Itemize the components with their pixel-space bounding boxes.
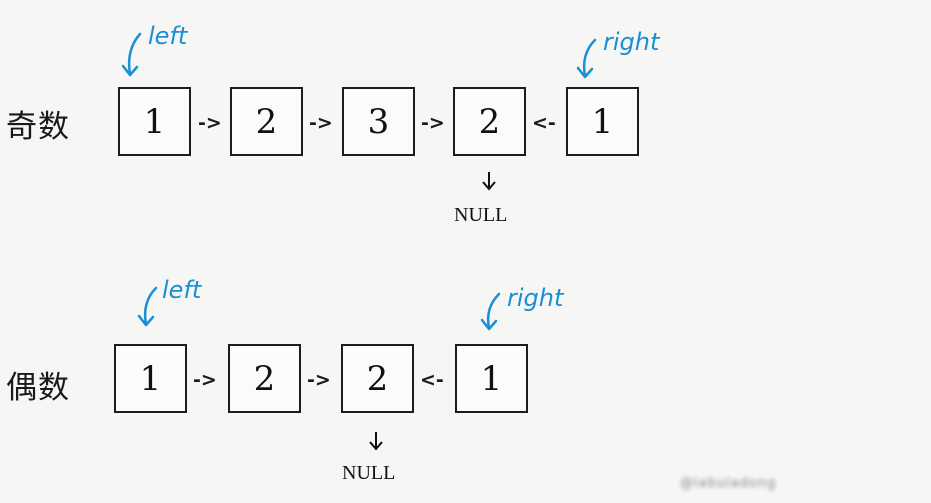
even-arrow-3: <- xyxy=(420,369,444,391)
odd-left-pointer-label: left xyxy=(148,22,188,50)
odd-arrow-4: <- xyxy=(532,112,556,134)
odd-left-pointer-arrow-icon xyxy=(121,32,142,77)
odd-right-pointer-label: right xyxy=(603,28,660,56)
odd-node-3: 3 xyxy=(342,87,415,156)
even-node-2: 2 xyxy=(228,344,301,413)
odd-node-1: 1 xyxy=(118,87,191,156)
odd-node-5: 1 xyxy=(566,87,639,156)
even-node-4: 1 xyxy=(455,344,528,413)
odd-row-label: 奇数 xyxy=(6,109,70,145)
even-left-pointer-label: left xyxy=(162,276,202,304)
odd-arrow-3: -> xyxy=(421,112,445,134)
even-down-arrow-icon xyxy=(369,432,383,451)
odd-down-arrow-icon xyxy=(482,172,496,191)
even-right-pointer-arrow-icon xyxy=(480,292,501,331)
odd-right-pointer-arrow-icon xyxy=(576,38,597,79)
even-node-3: 2 xyxy=(341,344,414,413)
even-arrow-1: -> xyxy=(193,369,217,391)
odd-arrow-2: -> xyxy=(309,112,333,134)
even-null-label: NULL xyxy=(342,462,396,484)
odd-node-4: 2 xyxy=(453,87,526,156)
odd-arrow-1: -> xyxy=(198,112,222,134)
even-right-pointer-label: right xyxy=(507,284,564,312)
odd-node-2: 2 xyxy=(230,87,303,156)
even-left-pointer-arrow-icon xyxy=(137,286,158,327)
even-arrow-2: -> xyxy=(307,369,331,391)
odd-null-label: NULL xyxy=(454,204,508,226)
even-node-1: 1 xyxy=(114,344,187,413)
even-row-label: 偶数 xyxy=(6,370,70,406)
watermark: @labuladong xyxy=(680,476,777,491)
